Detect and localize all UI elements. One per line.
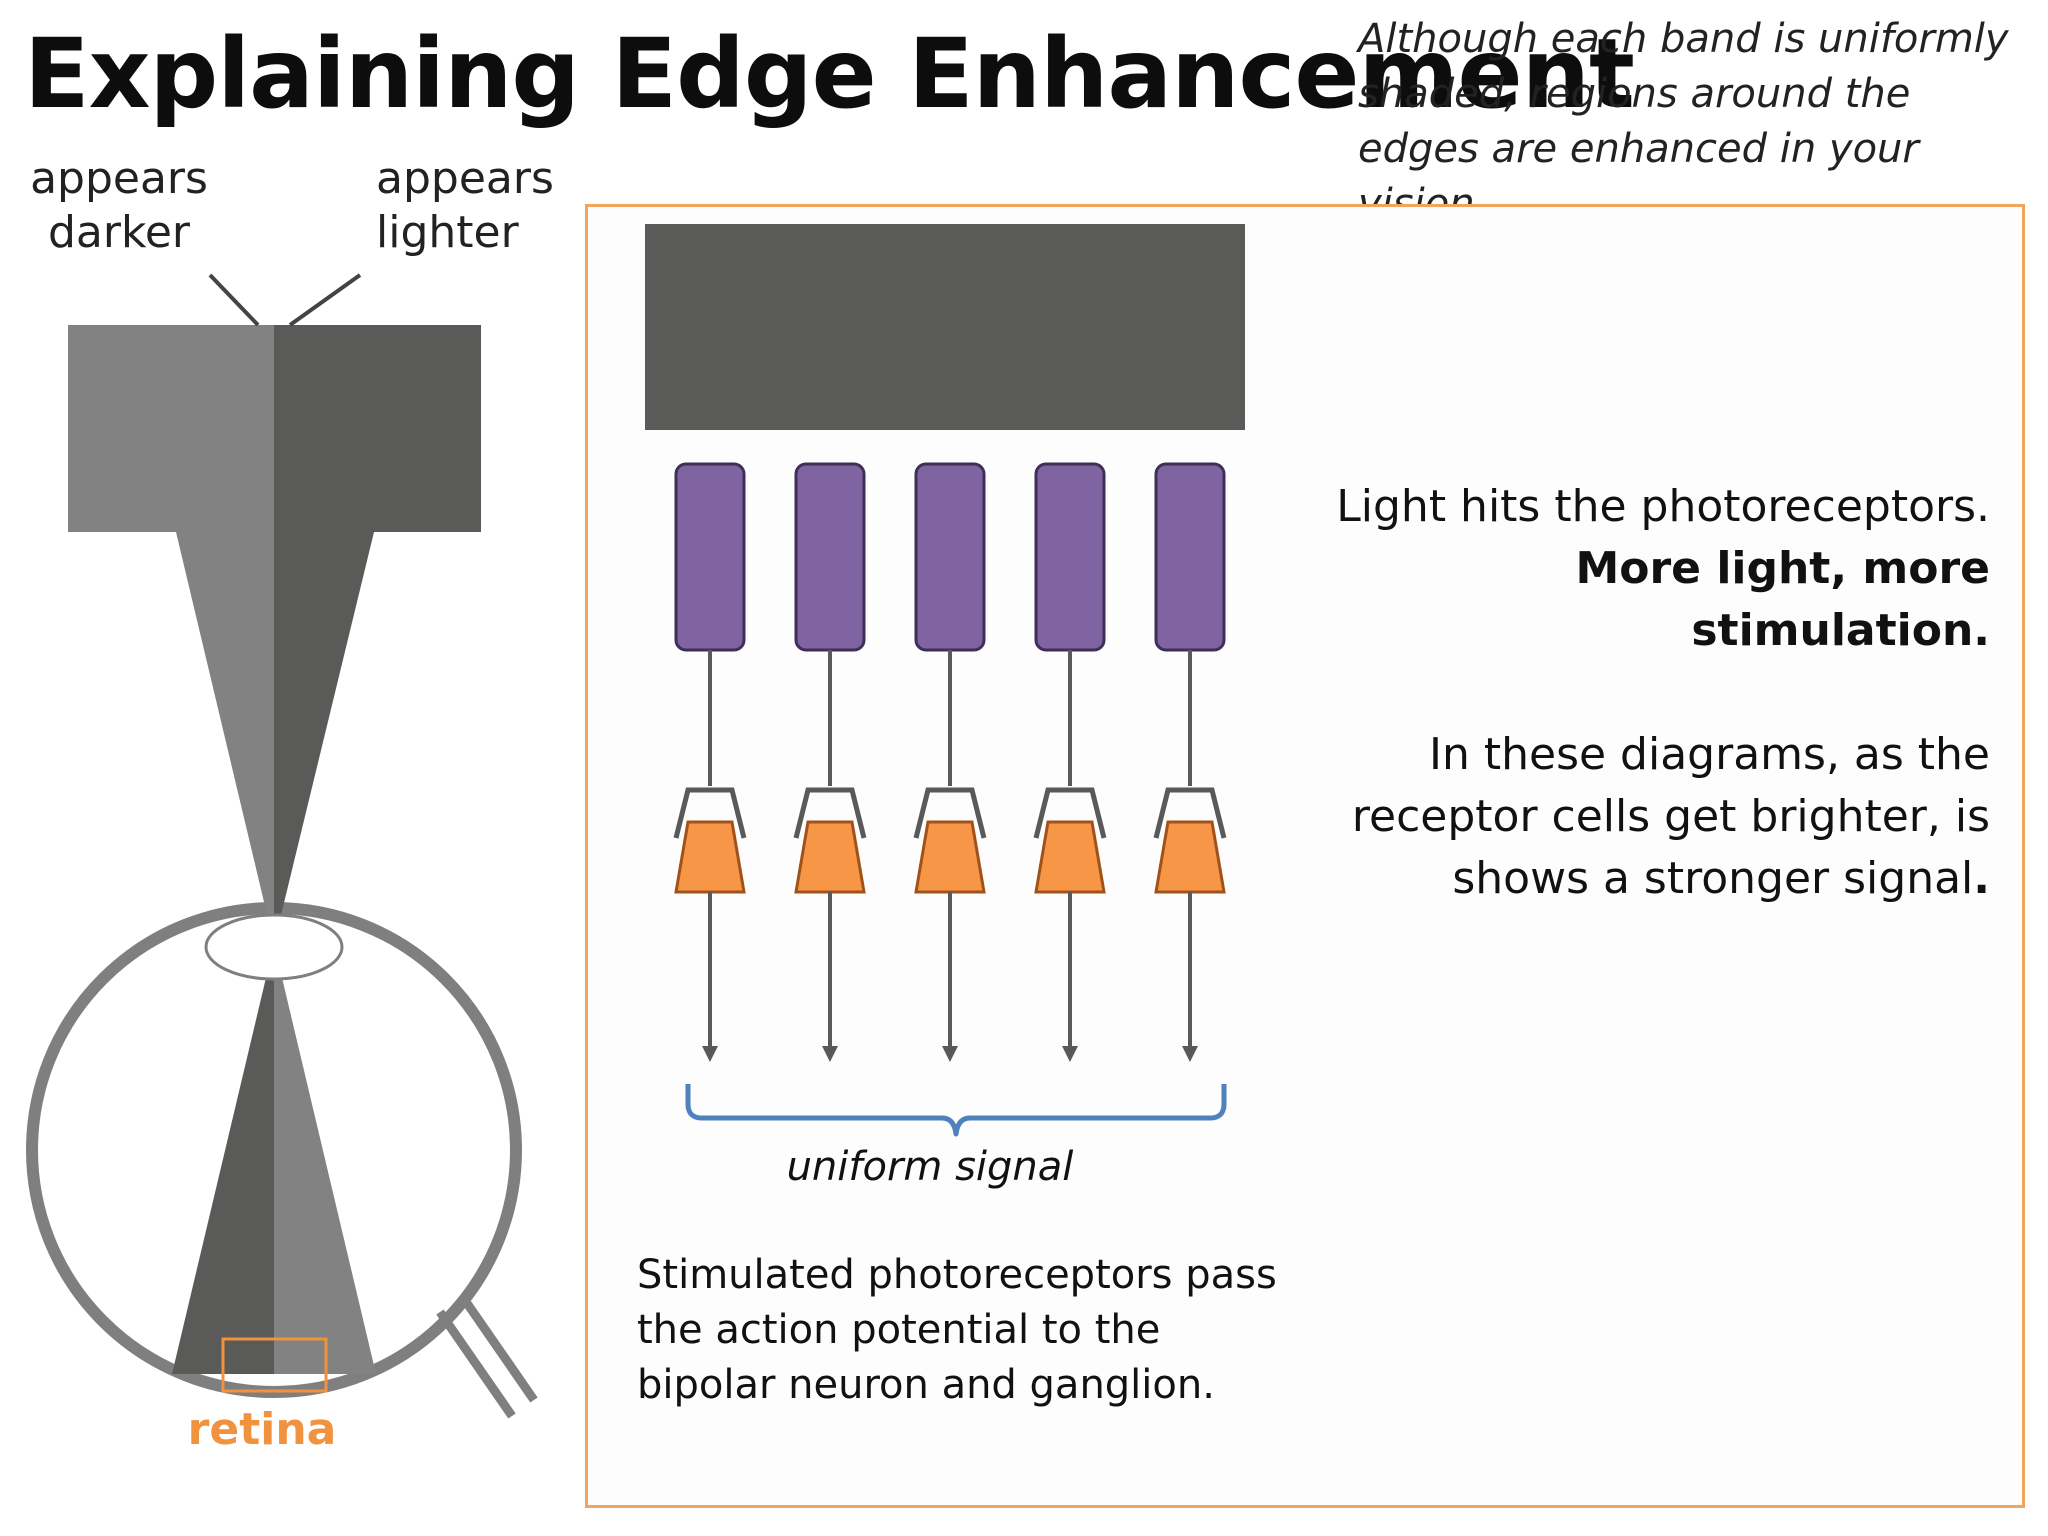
optic-nerve-line-2: [458, 1293, 538, 1403]
eye-diagram: [26, 273, 538, 1419]
diagrams-explanation-body: In these diagrams, as the receptor cells…: [1351, 729, 1990, 904]
uniform-signal-brace: [685, 1084, 1227, 1137]
signal-arrow-icon: [1062, 1046, 1078, 1062]
darker-pointer-line: [208, 273, 260, 327]
receptor-column-4: [1033, 462, 1107, 1062]
bottom-explanation-text: Stimulated photoreceptors pass the actio…: [637, 1252, 1277, 1408]
synapse-cup: [793, 787, 867, 839]
photoreceptor-cell: [914, 462, 986, 652]
optic-nerve-line-1: [436, 1309, 516, 1419]
diagrams-explanation-text: In these diagrams, as the receptor cells…: [1300, 724, 1990, 910]
signal-arrow-icon: [702, 1046, 718, 1062]
bipolar-neuron: [1034, 820, 1106, 894]
appears-lighter-label: appears lighter: [376, 153, 554, 258]
light-hits-text: Light hits the photoreceptors. More ligh…: [1300, 476, 1990, 662]
signal-arrow-icon: [1182, 1046, 1198, 1062]
photoreceptor-cell: [1154, 462, 1226, 652]
cone-lower-left: [172, 944, 274, 1374]
receptor-columns: [673, 462, 1227, 1062]
synapse-cup: [673, 787, 747, 839]
photoreceptor-cell: [794, 462, 866, 652]
bipolar-neuron: [914, 820, 986, 894]
more-light-line: More light, more stimulation.: [1575, 543, 1990, 656]
appears-darker-label: appears darker: [30, 153, 208, 258]
receptor-column-3: [913, 462, 987, 1062]
synapse-cup: [1033, 787, 1107, 839]
synapse-cup: [913, 787, 987, 839]
bipolar-neuron: [794, 820, 866, 894]
retina-highlight-box: [221, 1337, 328, 1393]
receptor-column-2: [793, 462, 867, 1062]
light-hits-line: Light hits the photoreceptors.: [1336, 481, 1990, 532]
page-title: Explaining Edge Enhancement: [24, 18, 1635, 130]
cone-upper-left: [176, 532, 274, 944]
lens: [204, 913, 344, 981]
cone-upper-right: [274, 532, 374, 944]
photoreceptor-cell: [674, 462, 746, 652]
bipolar-neuron: [674, 820, 746, 894]
uniform-signal-label: uniform signal: [786, 1144, 1074, 1190]
diagrams-explanation-period: .: [1973, 853, 1990, 904]
receptor-column-5: [1153, 462, 1227, 1062]
receptor-column-1: [673, 462, 747, 1062]
cone-lower-right: [274, 944, 376, 1374]
lighter-pointer-line: [288, 273, 362, 327]
photoreceptor-cell: [1034, 462, 1106, 652]
band-right: [274, 325, 481, 532]
signal-arrow-icon: [942, 1046, 958, 1062]
band-left: [68, 325, 274, 532]
retina-label: retina: [187, 1404, 337, 1455]
synapse-cup: [1153, 787, 1227, 839]
bipolar-neuron: [1154, 820, 1226, 894]
signal-arrow-icon: [822, 1046, 838, 1062]
uniform-light-band: [645, 224, 1245, 430]
